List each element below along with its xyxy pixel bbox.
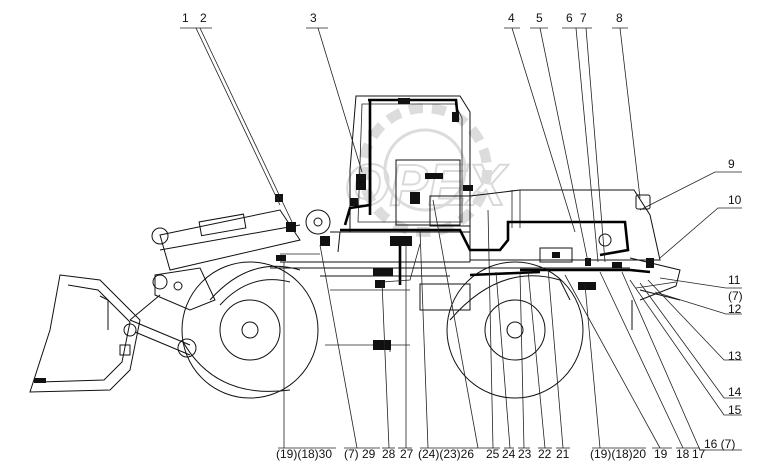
callout-27: 27 <box>400 447 414 461</box>
bottom-callouts: (19)(18)30 (7) 29 28 27 (24)(23)26 25 24… <box>276 447 706 461</box>
callout-16: 16 (7) <box>704 437 735 451</box>
callout-29: (7) 29 <box>344 447 376 461</box>
leader-lines-top <box>180 27 641 263</box>
callout-9: 9 <box>728 157 735 171</box>
callout-7: 7 <box>580 11 587 25</box>
callout-20: (19)(18)20 <box>590 447 646 461</box>
callout-25: 25 <box>486 447 500 461</box>
callout-6: 6 <box>566 11 573 25</box>
callout-19: 19 <box>654 447 668 461</box>
right-callouts: 9 10 11 (7) 12 13 14 15 16 (7) <box>704 157 743 451</box>
callout-5: 5 <box>536 11 543 25</box>
front-wheel <box>181 261 319 399</box>
callout-11: 11 <box>728 273 741 287</box>
callout-13: 13 <box>728 349 742 363</box>
leader-lines-bottom <box>278 199 700 449</box>
callout-3: 3 <box>310 11 317 25</box>
callout-1: 1 <box>182 11 189 25</box>
callout-30: (19)(18)30 <box>276 447 332 461</box>
callout-14: 14 <box>728 385 742 399</box>
callout-21: 21 <box>556 447 570 461</box>
callout-15: 15 <box>728 403 742 417</box>
callout-2: 2 <box>200 11 207 25</box>
callout-7-paren: (7) <box>728 289 743 303</box>
rear-wheel <box>446 261 584 399</box>
top-callouts: 1 2 3 4 5 6 7 8 <box>182 11 623 25</box>
bucket <box>29 274 141 393</box>
callout-12: 12 <box>728 302 742 316</box>
callout-26: (24)(23)26 <box>418 447 474 461</box>
callout-22: 22 <box>538 447 552 461</box>
callout-28: 28 <box>382 447 396 461</box>
callout-23: 23 <box>518 447 532 461</box>
callout-18: 18 <box>676 447 690 461</box>
callout-4: 4 <box>508 11 515 25</box>
callout-8: 8 <box>616 11 623 25</box>
callout-24: 24 <box>502 447 516 461</box>
leader-lines-right <box>621 171 742 451</box>
callout-10: 10 <box>728 193 742 207</box>
callout-17: 17 <box>692 447 706 461</box>
